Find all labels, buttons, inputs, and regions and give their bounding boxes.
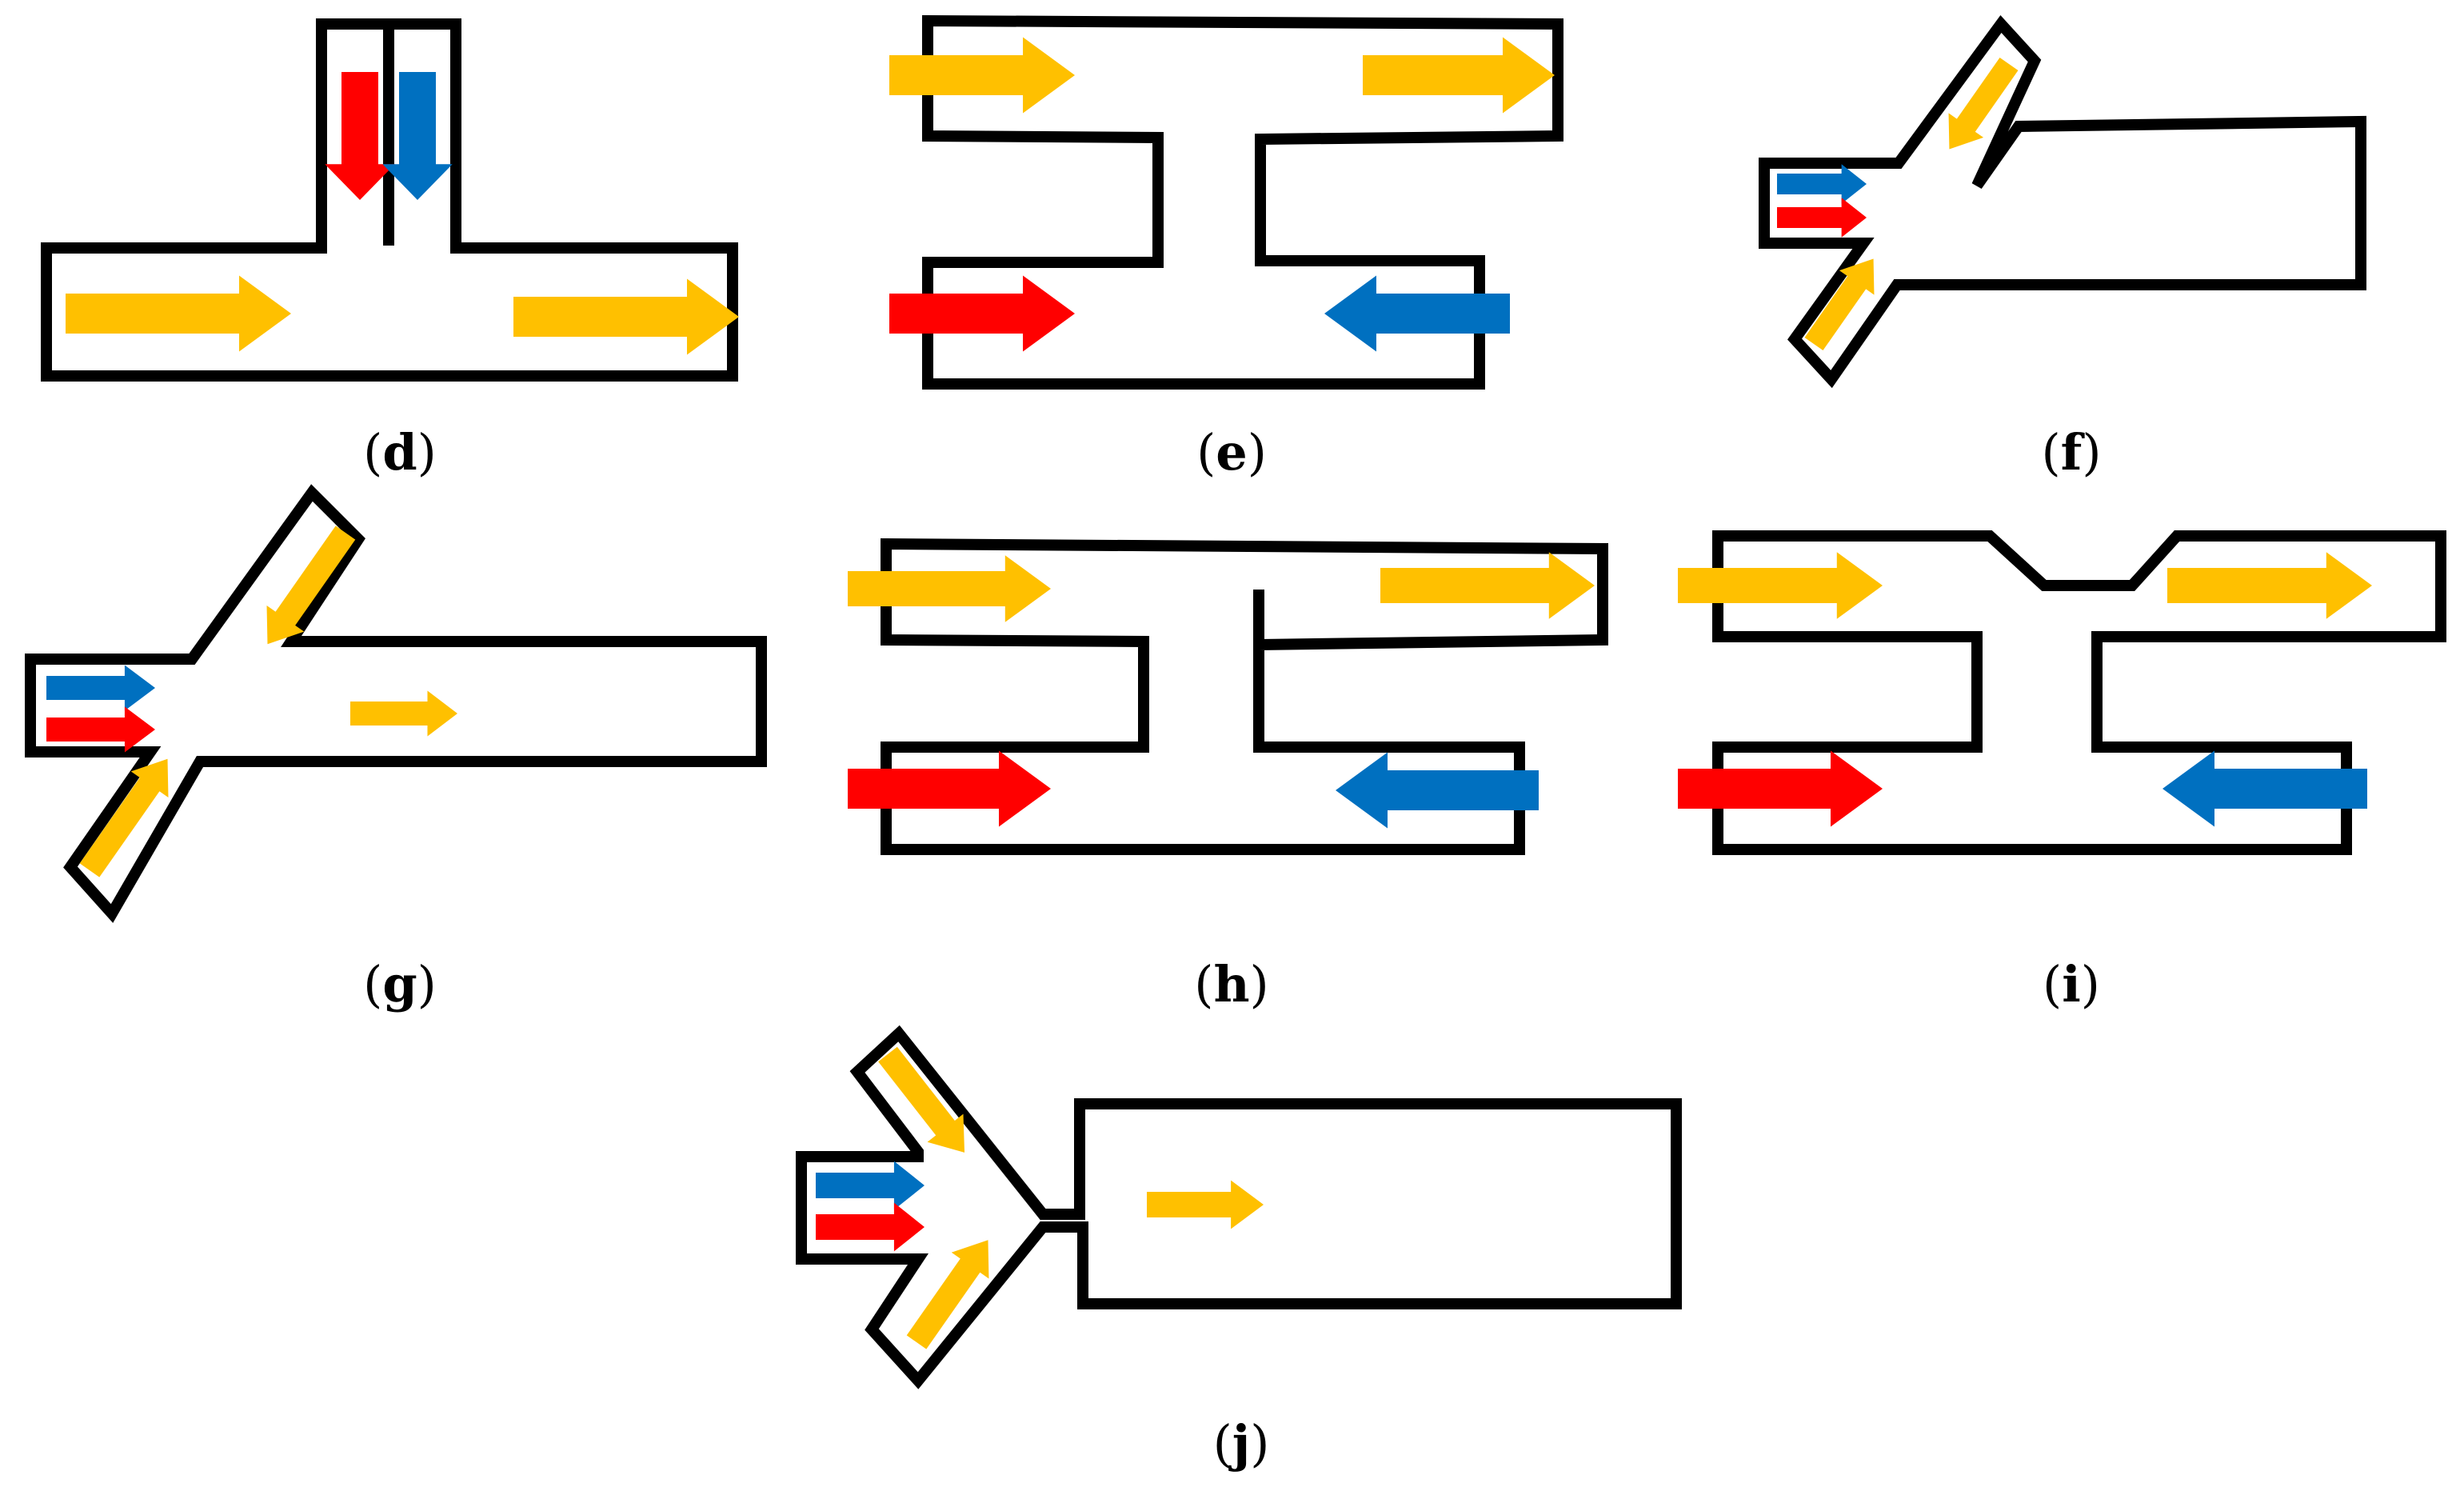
flow-arrow bbox=[46, 665, 155, 711]
flow-arrow bbox=[266, 526, 356, 645]
flow-arrow-shape bbox=[816, 1161, 924, 1210]
flow-arrow bbox=[1147, 1180, 1264, 1229]
panel-label-i: (i) bbox=[2043, 955, 2100, 1013]
flow-arrow bbox=[878, 1046, 965, 1153]
flow-arrow-shape bbox=[816, 1202, 924, 1252]
flow-arrow-shape bbox=[1777, 164, 1867, 204]
flow-arrow-shape bbox=[1363, 37, 1555, 114]
panel-label-g: (g) bbox=[363, 955, 437, 1013]
panel-label-f: (f) bbox=[2041, 423, 2101, 482]
flow-arrow bbox=[889, 37, 1075, 114]
panel-label-j: (j) bbox=[1213, 1414, 1270, 1473]
flow-arrow-shape bbox=[889, 275, 1075, 352]
flow-arrow-shape bbox=[848, 555, 1051, 622]
flow-arrow-shape bbox=[46, 665, 155, 711]
flow-arrow-shape bbox=[66, 275, 291, 352]
flow-arrow-shape bbox=[906, 1240, 989, 1349]
panel-i: (i) bbox=[1678, 530, 2446, 1013]
flow-arrow bbox=[1363, 37, 1555, 114]
flow-arrow-shape bbox=[848, 750, 1051, 827]
flow-arrow-shape bbox=[1380, 552, 1595, 619]
flow-arrow-shape bbox=[382, 72, 453, 200]
flow-arrow bbox=[1324, 275, 1510, 352]
flow-arrow-shape bbox=[1678, 750, 1883, 827]
flow-arrow-shape bbox=[1948, 57, 2019, 150]
flow-arrow bbox=[1777, 198, 1867, 238]
panel-h: (h) bbox=[848, 538, 1608, 1013]
panel-f: (f) bbox=[1759, 14, 2366, 482]
flow-arrow bbox=[2162, 750, 2367, 827]
flow-arrow-shape bbox=[325, 72, 395, 200]
channel-outline bbox=[41, 18, 738, 382]
flow-arrow bbox=[513, 278, 739, 355]
flow-arrow-shape bbox=[1678, 552, 1883, 619]
flow-arrow bbox=[382, 72, 453, 200]
flow-arrow-shape bbox=[1777, 198, 1867, 238]
flow-arrow bbox=[1380, 552, 1595, 619]
flow-arrow bbox=[848, 750, 1051, 827]
flow-arrow bbox=[889, 275, 1075, 352]
channel-outline bbox=[922, 14, 1563, 390]
flow-arrow bbox=[1336, 752, 1539, 829]
flow-arrow bbox=[1678, 750, 1883, 827]
flow-arrow bbox=[1948, 57, 2019, 150]
flow-arrow-shape bbox=[1336, 752, 1539, 829]
flow-arrow bbox=[816, 1202, 924, 1252]
channel-outline bbox=[796, 1025, 1682, 1389]
flow-arrow bbox=[1678, 552, 1883, 619]
panel-label-d: (d) bbox=[363, 423, 437, 482]
flow-arrow-shape bbox=[79, 758, 169, 877]
flow-arrow bbox=[2167, 552, 2372, 619]
channel-outline bbox=[25, 484, 767, 923]
flow-arrow-shape bbox=[1804, 258, 1875, 351]
flow-arrow bbox=[816, 1161, 924, 1210]
panel-e: (e) bbox=[889, 14, 1563, 482]
flow-arrow-shape bbox=[2162, 750, 2367, 827]
flow-arrow-shape bbox=[1324, 275, 1510, 352]
flow-arrow bbox=[1777, 164, 1867, 204]
panel-g: (g) bbox=[25, 484, 767, 1013]
flow-arrow bbox=[325, 72, 395, 200]
panel-j: (j) bbox=[796, 1025, 1682, 1473]
flow-arrow-shape bbox=[350, 690, 457, 737]
flow-arrow bbox=[66, 275, 291, 352]
flow-arrow bbox=[906, 1240, 989, 1349]
flow-arrow-shape bbox=[1147, 1180, 1264, 1229]
flow-arrow bbox=[848, 555, 1051, 622]
flow-arrow bbox=[350, 690, 457, 737]
channel-outline bbox=[1759, 14, 2366, 389]
flow-arrow-shape bbox=[889, 37, 1075, 114]
flow-arrow-shape bbox=[878, 1046, 965, 1153]
flow-arrow bbox=[79, 758, 169, 877]
flow-arrow-shape bbox=[46, 706, 155, 753]
channel-outline bbox=[1712, 530, 2446, 855]
flow-arrow bbox=[46, 706, 155, 753]
channel-outline bbox=[881, 538, 1608, 855]
flow-arrow-shape bbox=[513, 278, 739, 355]
flow-arrow-shape bbox=[2167, 552, 2372, 619]
panel-d: (d) bbox=[41, 18, 739, 482]
panel-label-h: (h) bbox=[1194, 955, 1268, 1013]
flow-arrow-shape bbox=[266, 526, 356, 645]
flow-arrow bbox=[1804, 258, 1875, 351]
panel-label-e: (e) bbox=[1196, 423, 1267, 482]
